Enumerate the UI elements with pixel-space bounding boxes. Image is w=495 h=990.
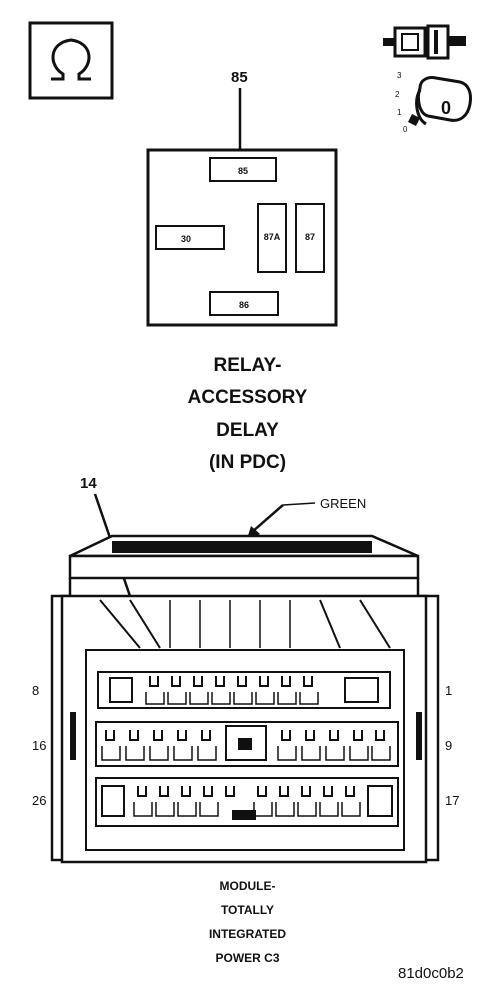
svg-text:0: 0 (403, 125, 408, 134)
pin-label-9: 9 (445, 738, 452, 753)
pin-label-26: 26 (32, 793, 46, 808)
pin-label-1: 1 (445, 683, 452, 698)
terminal-85 (209, 157, 277, 182)
pin-label-8: 8 (32, 683, 39, 698)
relay-diagram: 85 85 30 87A 87 86 (146, 69, 338, 327)
svg-text:1: 1 (397, 108, 402, 117)
svg-text:86: 86 (239, 300, 249, 310)
terminal-87 (295, 203, 325, 273)
svg-text:87A: 87A (264, 232, 281, 242)
figure-id: 81d0c0b2 (398, 965, 464, 982)
terminal-86 (209, 291, 279, 316)
connector-callout-14: 14 (80, 475, 97, 492)
svg-text:2: 2 (395, 90, 400, 99)
svg-text:87: 87 (305, 232, 315, 242)
key-fob-icon (383, 24, 466, 60)
svg-text:30: 30 (181, 234, 191, 244)
terminal-87a (257, 203, 287, 273)
ohm-symbol-icon (28, 21, 114, 100)
svg-text:85: 85 (238, 166, 248, 176)
ignition-switch-icon: 0 3 2 1 0 (395, 71, 472, 134)
key-position-label: 0 (441, 98, 451, 118)
connector-title: MODULE- TOTALLY INTEGRATED POWER C3 (208, 879, 287, 965)
svg-text:3: 3 (397, 71, 402, 80)
relay-title: RELAY- ACCESSORY DELAY (IN PDC) (187, 355, 308, 473)
connector-drawing (50, 534, 440, 864)
connector-color-label: GREEN (320, 496, 366, 511)
terminal-30 (155, 225, 225, 250)
pin-label-16: 16 (32, 738, 46, 753)
relay-callout-85: 85 (231, 69, 248, 86)
pin-label-17: 17 (445, 793, 459, 808)
